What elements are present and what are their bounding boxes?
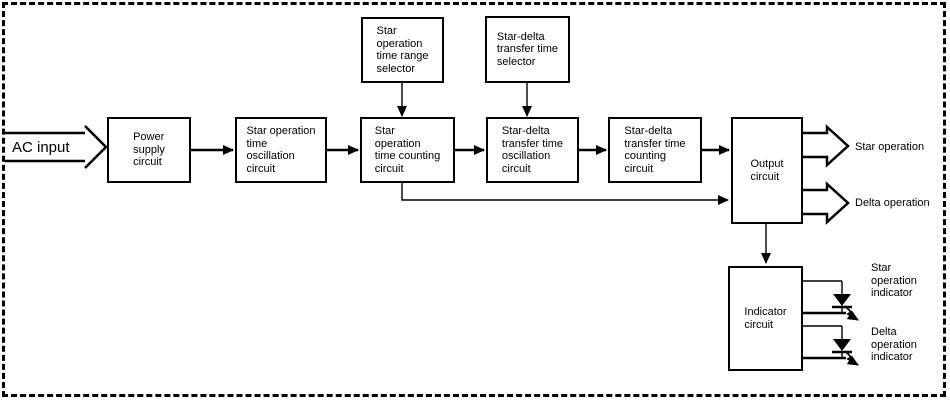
- block-output-circuit: Output circuit: [731, 117, 803, 224]
- block-star-operation-time-range-selector: Star operation time range selector: [361, 17, 444, 83]
- block-label: Star-delta transfer time counting circui…: [624, 125, 686, 175]
- star-operation-output-label: Star operation: [855, 141, 925, 153]
- delta-led-symbol: [803, 325, 859, 366]
- block-indicator-circuit: Indicator circuit: [728, 266, 803, 371]
- line-star-count-to-output-bypass: [401, 182, 729, 205]
- block-label: Output circuit: [750, 158, 784, 183]
- delta-operation-output-arrow: [801, 181, 850, 225]
- delta-operation-output-label: Delta operation: [855, 197, 930, 209]
- block-power-supply-circuit: Power supply circuit: [107, 117, 191, 183]
- block-label: Star-delta transfer time oscillation cir…: [501, 125, 564, 175]
- block-label: Star operation time range selector: [376, 25, 429, 75]
- delta-operation-indicator-label: Delta operation indicator: [871, 326, 917, 363]
- block-star-delta-transfer-time-selector: Star-delta transfer time selector: [485, 16, 570, 83]
- block-label: Power supply circuit: [133, 131, 165, 169]
- block-label: Indicator circuit: [744, 306, 787, 331]
- block-label: Star-delta transfer time selector: [496, 30, 559, 68]
- block-star-operation-time-oscillation-circuit: Star operation time oscillation circuit: [235, 117, 327, 183]
- ac-input-arrow: [5, 125, 108, 169]
- block-label: Star operation time counting circuit: [374, 125, 441, 175]
- block-star-delta-transfer-time-counting-circuit: Star-delta transfer time counting circui…: [608, 117, 702, 183]
- star-led-symbol: [803, 280, 859, 321]
- block-star-operation-time-counting-circuit: Star operation time counting circuit: [360, 117, 455, 183]
- star-operation-indicator-label: Star operation indicator: [871, 262, 917, 299]
- block-label: Star operation time oscillation circuit: [246, 125, 316, 175]
- star-operation-output-arrow: [801, 124, 850, 168]
- ac-input-label: AC input: [12, 139, 70, 156]
- block-star-delta-transfer-time-oscillation-circuit: Star-delta transfer time oscillation cir…: [486, 117, 579, 183]
- diagram-dashed-border: [2, 2, 946, 397]
